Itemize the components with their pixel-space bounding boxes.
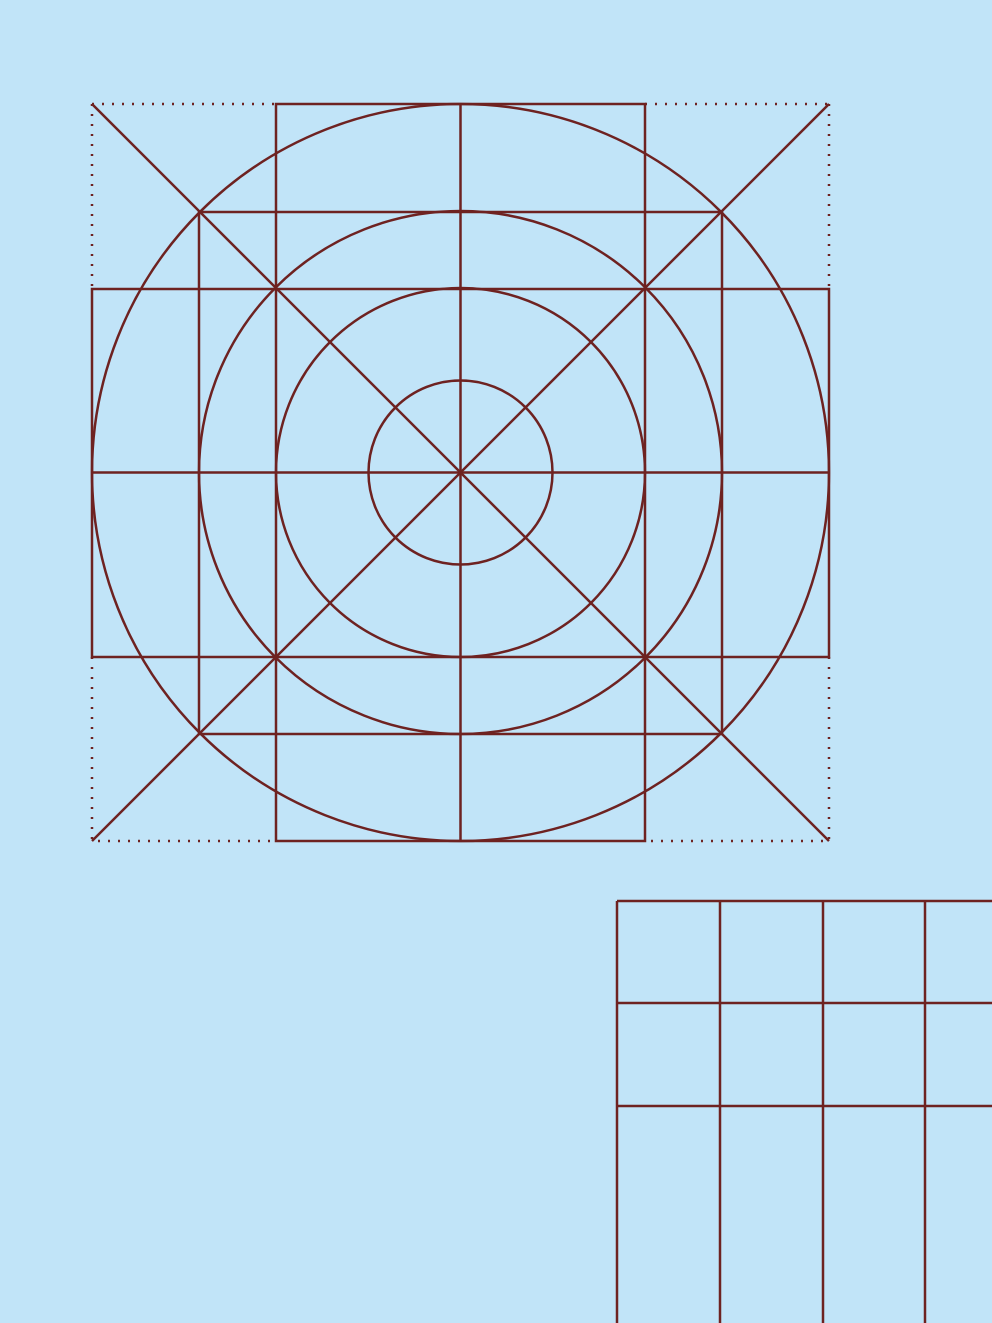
keyline-shapes (90, 102, 831, 843)
dotted-corner-top-right (645, 102, 831, 289)
dotted-corner-bottom-left (90, 657, 276, 843)
dotted-corner-bottom-right (645, 657, 831, 843)
corner-grid (615, 899, 992, 1323)
dotted-corners (90, 102, 831, 843)
keyline-grid (90, 102, 831, 843)
dotted-corner-top-left (90, 102, 276, 289)
